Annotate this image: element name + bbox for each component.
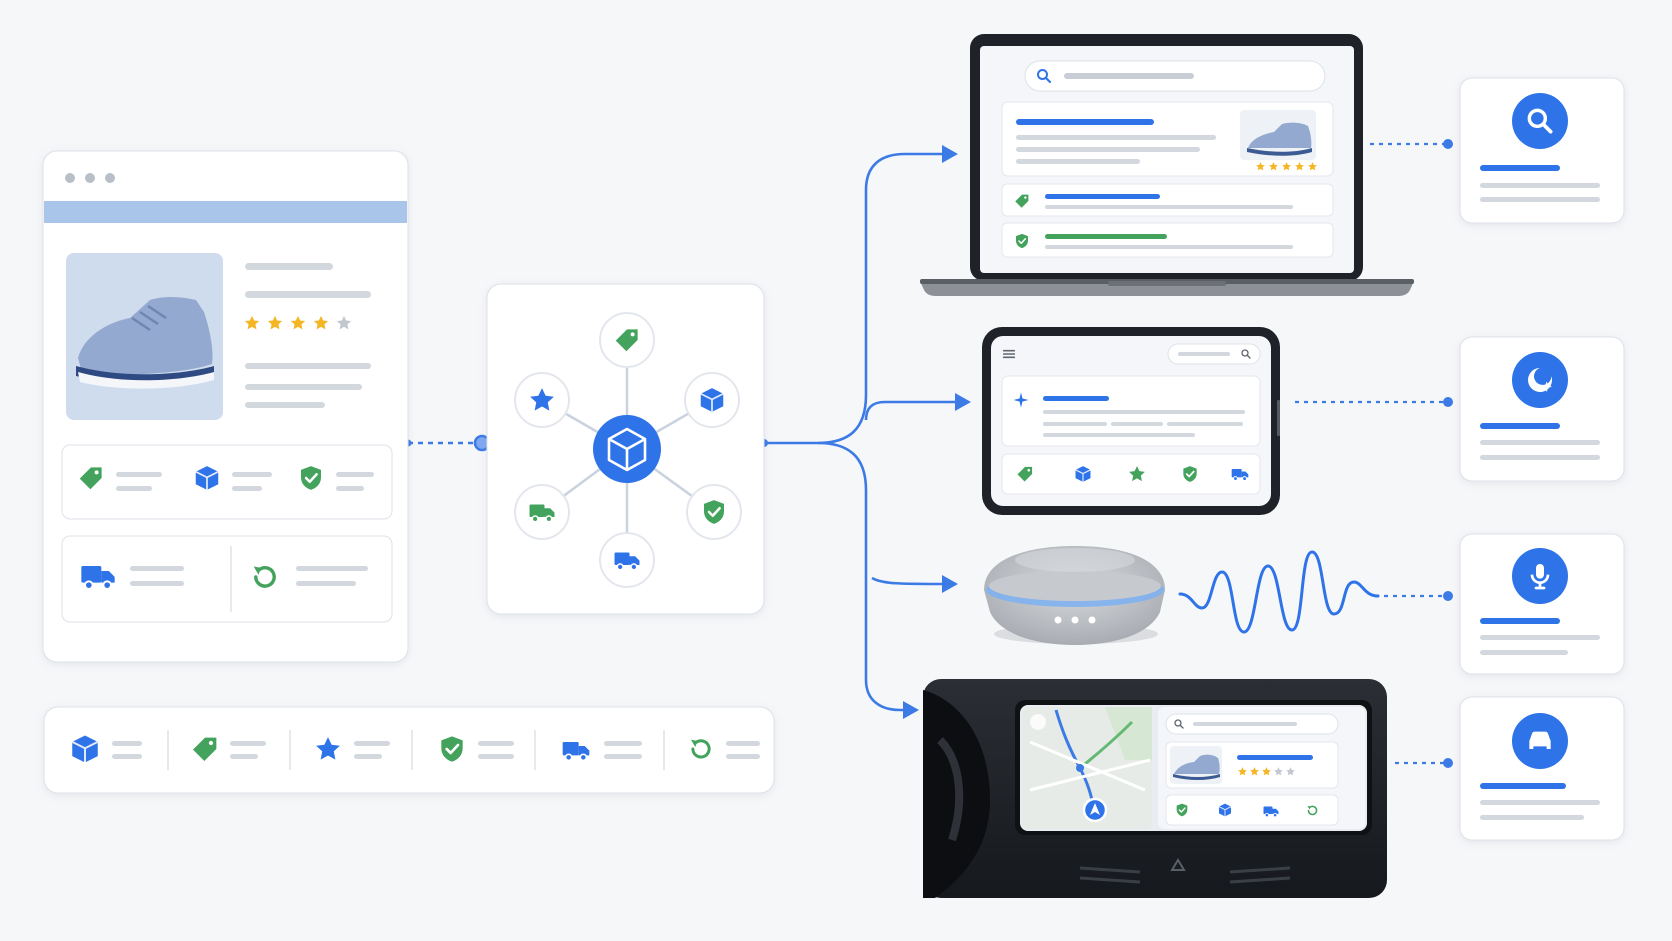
product-image <box>66 253 223 420</box>
window-dot <box>105 173 115 183</box>
attribute-strip <box>43 706 775 794</box>
product-data-hub <box>486 283 765 615</box>
product-thumbnail <box>1170 746 1222 784</box>
result-card-assistant <box>1459 336 1625 482</box>
product-thumbnail <box>1240 110 1316 160</box>
navigation-map <box>1022 707 1152 829</box>
hub-node-box <box>684 372 740 428</box>
connector-hub-to-speaker <box>871 576 949 586</box>
hub-node-star <box>514 372 570 428</box>
result-card-search <box>1459 77 1625 224</box>
smart-speaker-device <box>984 546 1165 645</box>
hub-node-delivery <box>599 532 655 588</box>
laptop-device <box>920 34 1414 296</box>
connector-hub-to-tablet <box>864 400 963 421</box>
connector-hub-to-laptop <box>764 152 945 445</box>
connectors <box>404 152 963 712</box>
box-icon <box>607 427 647 472</box>
product-page-window <box>42 150 409 663</box>
hub-node-truck <box>514 484 570 540</box>
header-bar <box>44 201 407 223</box>
window-dot <box>65 173 75 183</box>
voice-waveform <box>1178 550 1380 634</box>
connector-hub-to-car <box>817 441 912 712</box>
result-card-car <box>1459 696 1625 841</box>
connector-arrowheads <box>903 145 971 719</box>
result-card-voice <box>1459 533 1625 675</box>
attributes-panel <box>61 444 393 520</box>
hub-node-shield <box>686 484 742 540</box>
window-dot <box>85 173 95 183</box>
tablet-device <box>982 327 1280 515</box>
result-connectors <box>1295 142 1446 765</box>
car-display-device <box>923 679 1387 898</box>
hub-node-tag <box>599 312 655 368</box>
services-panel <box>61 535 393 623</box>
